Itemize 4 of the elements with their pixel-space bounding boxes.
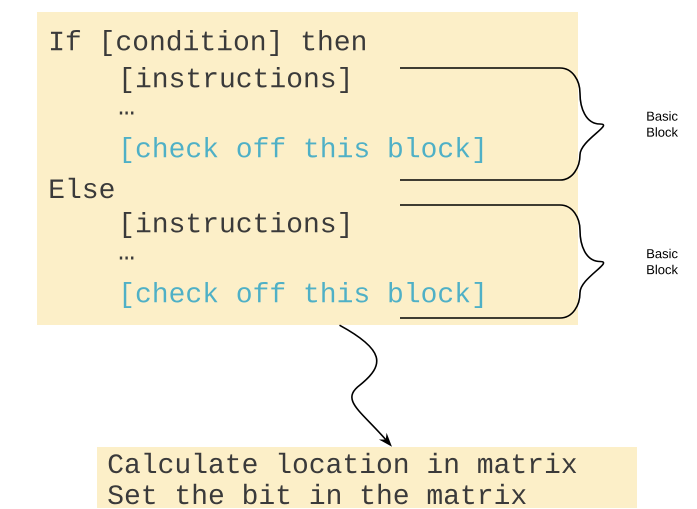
code-box: Calculate location in matrix Set the bit in the matrix	[97, 446, 637, 508]
code-box: If [condition] then [instructions] … [check off this block] Else [instructions] … [check off this block]	[37, 12, 578, 325]
brace-label: Basic Block	[647, 111, 678, 137]
brace-label: Basic Block	[647, 248, 678, 274]
